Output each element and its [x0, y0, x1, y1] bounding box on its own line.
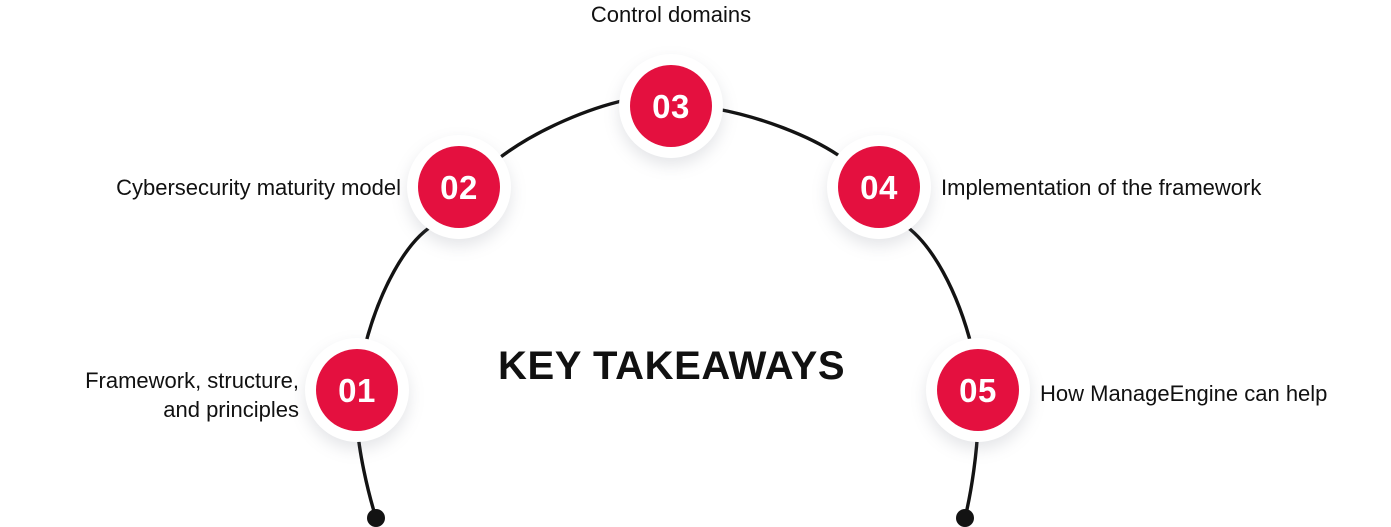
node-02[interactable]: 02 — [407, 135, 511, 239]
node-02-disc: 02 — [418, 146, 500, 228]
node-01-label: Framework, structure, and principles — [85, 368, 299, 423]
arc-start-dot — [367, 509, 385, 527]
page-title: KEY TAKEAWAYS — [498, 344, 846, 388]
node-04-disc: 04 — [838, 146, 920, 228]
node-05[interactable]: 05 — [926, 338, 1030, 442]
node-03-label: Control domains — [590, 2, 752, 27]
node-05-disc: 05 — [937, 349, 1019, 431]
node-01[interactable]: 01 — [305, 338, 409, 442]
node-04-number: 04 — [860, 168, 898, 206]
node-03[interactable]: 03 — [619, 54, 723, 158]
node-01-disc: 01 — [316, 349, 398, 431]
arc-path-segment-04-05 — [901, 222, 974, 350]
arc-path-segment-03-04 — [715, 107, 840, 157]
node-05-label: How ManageEngine can help — [1040, 381, 1328, 406]
node-03-number: 03 — [652, 87, 690, 125]
arc-path-segment-02-03 — [500, 98, 628, 158]
node-04[interactable]: 04 — [827, 135, 931, 239]
arc-path-segment-01-02 — [362, 221, 439, 352]
node-03-disc: 03 — [630, 65, 712, 147]
node-02-number: 02 — [440, 168, 478, 206]
node-05-number: 05 — [959, 371, 997, 409]
arc-end-dot — [956, 509, 974, 527]
node-01-number: 01 — [338, 371, 376, 409]
node-04-label: Implementation of the framework — [941, 175, 1262, 200]
node-02-label: Cybersecurity maturity model — [116, 175, 401, 200]
